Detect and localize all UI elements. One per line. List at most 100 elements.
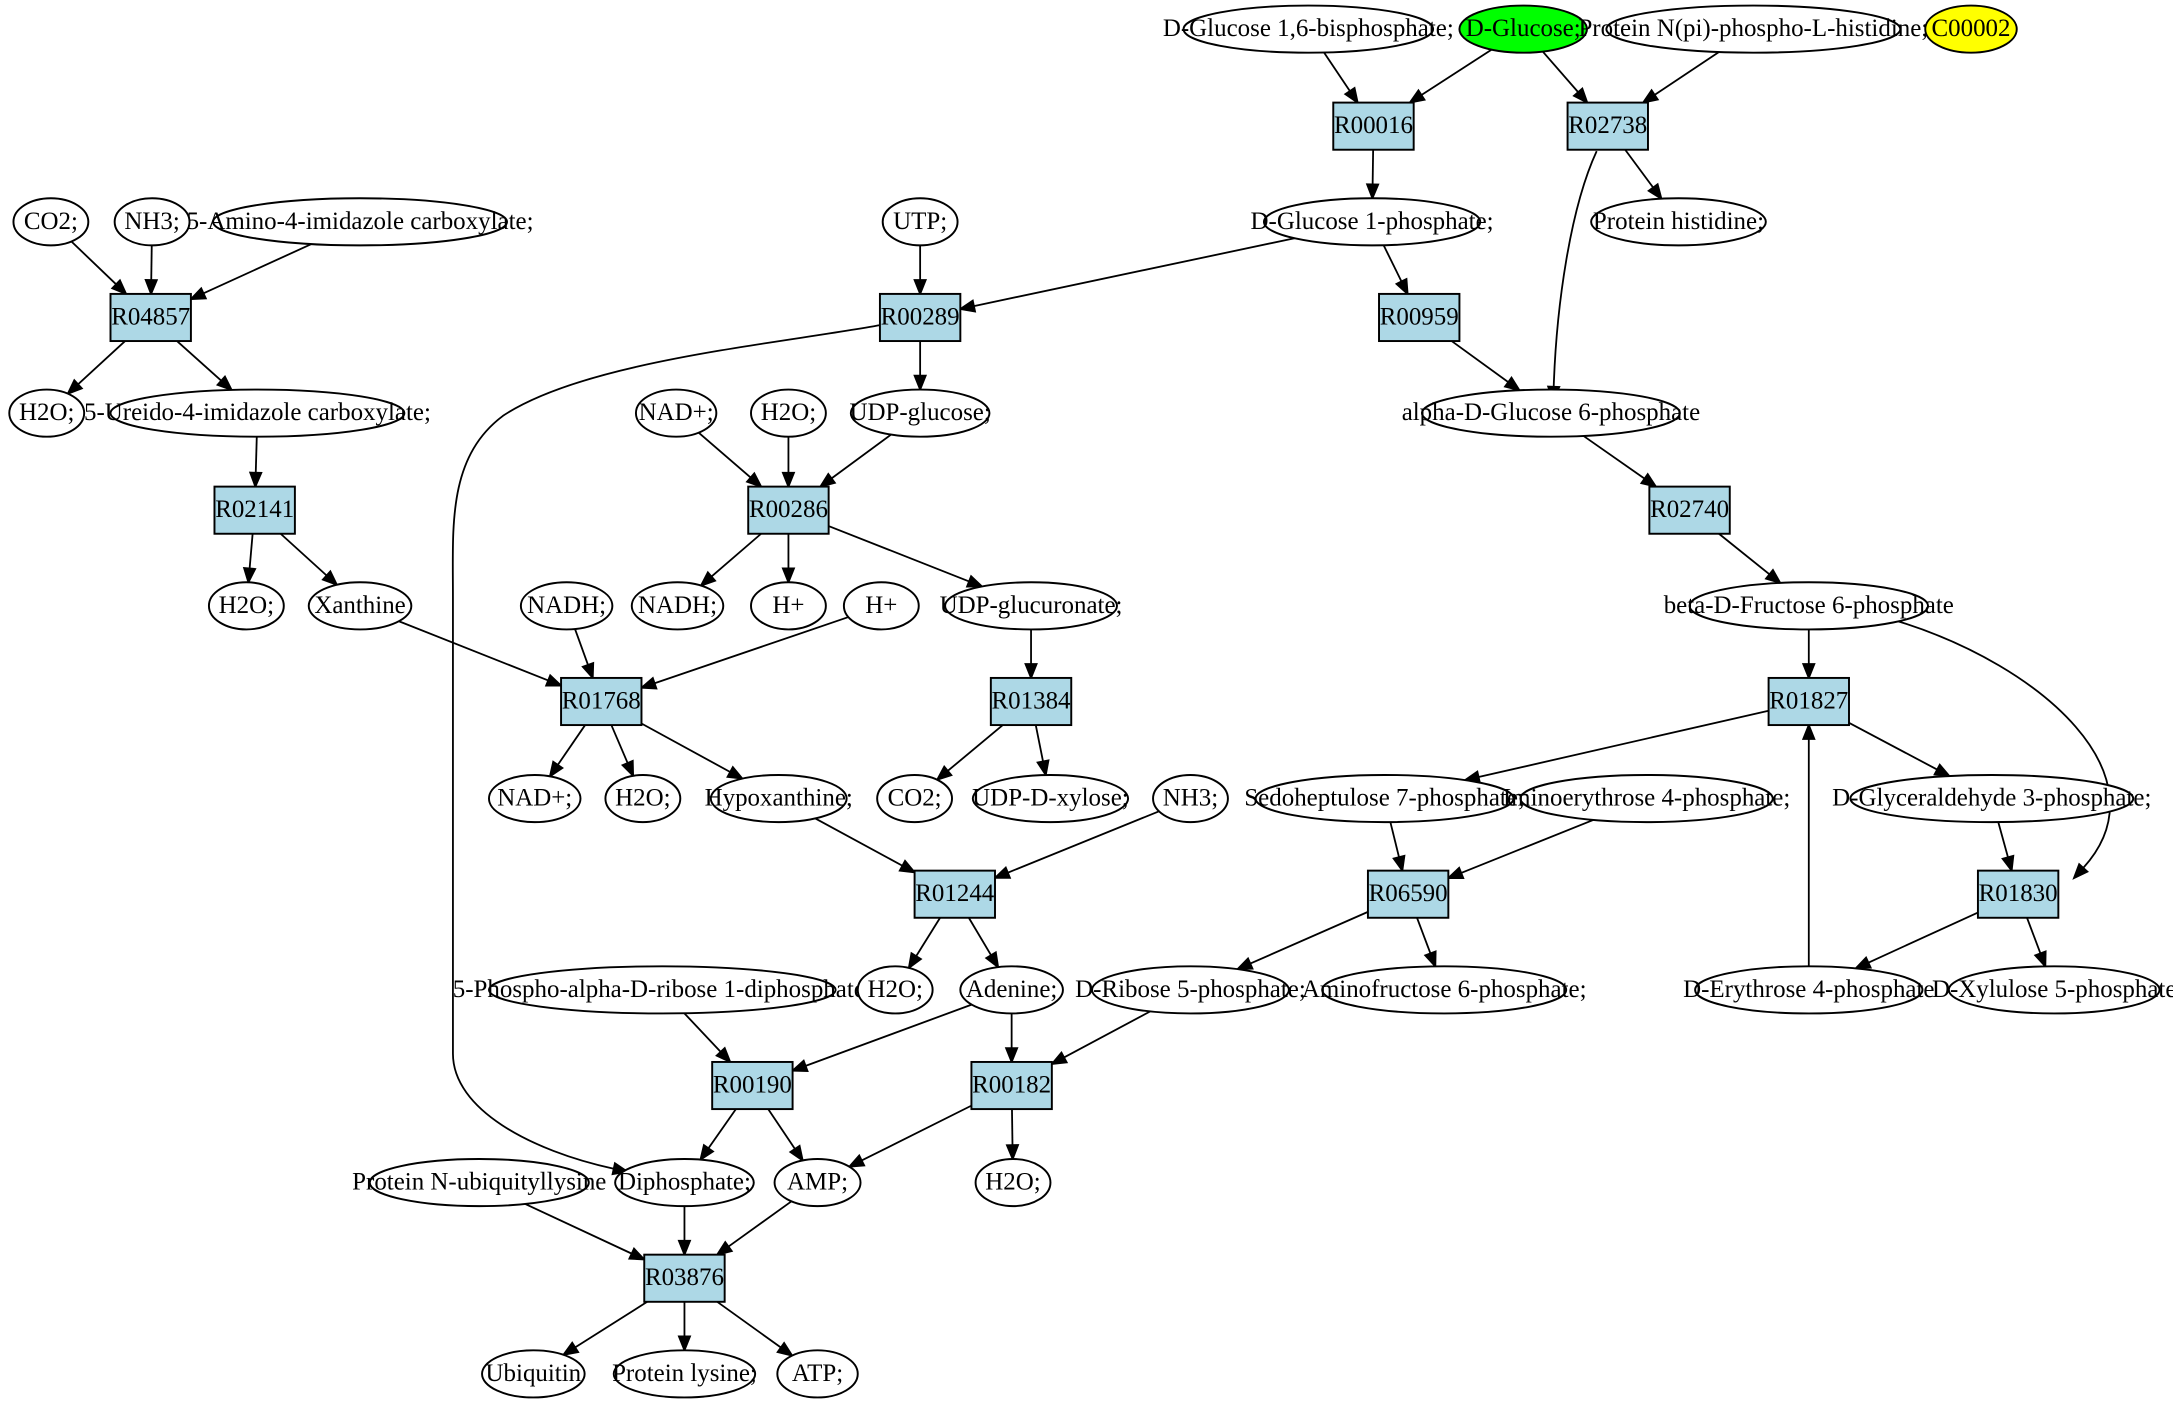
reaction-node-r00190: R00190 bbox=[711, 1060, 794, 1111]
compound-ellipse bbox=[842, 581, 920, 631]
node-label: NAD+; bbox=[639, 399, 714, 426]
node-label: H2O; bbox=[19, 399, 74, 426]
edge-c_adenine-to-r_R00190 bbox=[790, 1003, 972, 1073]
compound-ellipse bbox=[1688, 581, 1929, 631]
compound-ellipse bbox=[612, 1349, 757, 1399]
reaction-box bbox=[213, 485, 296, 535]
compound-ellipse bbox=[709, 774, 848, 824]
reaction-box bbox=[913, 869, 996, 919]
edge-c_udpglc-to-r_R00286 bbox=[818, 433, 892, 489]
node-label: D-Glucose 1,6-bisphosphate; bbox=[1163, 15, 1454, 42]
node-label: R02738 bbox=[1568, 112, 1647, 139]
compound-node-hypox: Hypoxanthine; bbox=[705, 774, 853, 824]
node-label: H2O; bbox=[615, 784, 670, 811]
reaction-node-r02738: R02738 bbox=[1566, 101, 1649, 151]
edge-r_R04857-to-c_h2o_a bbox=[66, 340, 126, 396]
node-label: R01768 bbox=[562, 687, 641, 714]
node-layer: D-Glucose 1,6-bisphosphate;D-Glucose;Pro… bbox=[8, 4, 2173, 1399]
node-label: Protein lysine; bbox=[612, 1360, 757, 1387]
node-label: Protein histidine; bbox=[1593, 208, 1764, 235]
node-label: D-Xylulose 5-phosphate bbox=[1932, 976, 2173, 1003]
edge-r_R03876-to-c_protlys bbox=[677, 1301, 692, 1353]
node-label: R00286 bbox=[749, 496, 828, 523]
compound-node-f6p: beta-D-Fructose 6-phosphate bbox=[1664, 581, 1954, 631]
edge-c_xanthine-to-r_R01768 bbox=[398, 620, 564, 687]
compound-node-nadh_b: NADH; bbox=[630, 581, 725, 631]
edge-c_co2_a-to-r_R04857 bbox=[70, 240, 128, 296]
compound-ellipse bbox=[1694, 965, 1924, 1015]
node-label: R03876 bbox=[645, 1264, 724, 1291]
edge-c_nadp_a-to-r_R00286 bbox=[698, 431, 763, 489]
compound-ellipse bbox=[614, 1158, 755, 1208]
edge-r_R03876-to-c_atp bbox=[716, 1301, 795, 1358]
node-label: AMP; bbox=[787, 1169, 848, 1196]
reaction-box bbox=[560, 676, 643, 727]
edge-c_amp-to-r_R03876 bbox=[715, 1200, 793, 1257]
compound-ellipse bbox=[856, 965, 934, 1015]
compound-ellipse bbox=[750, 388, 827, 438]
edge-r_R02141-to-c_h2o_c bbox=[242, 533, 257, 585]
reaction-node-r01244: R01244 bbox=[913, 869, 996, 919]
edge-c_h2o_b-to-r_R00286 bbox=[781, 436, 796, 490]
compound-ellipse bbox=[1421, 388, 1681, 438]
edge-r_R06590-to-c_af6p bbox=[1416, 917, 1437, 969]
edge-c_utp-to-r_R00289 bbox=[913, 245, 928, 297]
reaction-box bbox=[109, 292, 192, 343]
reaction-box bbox=[878, 292, 962, 343]
edge-c_glc16bp-to-r_R00016 bbox=[1323, 51, 1360, 105]
reaction-node-r00959: R00959 bbox=[1378, 292, 1461, 343]
compound-ellipse bbox=[207, 581, 285, 631]
compound-node-amp: AMP; bbox=[773, 1158, 862, 1208]
reaction-box bbox=[747, 485, 830, 535]
compound-node-hplus_a: H+ bbox=[750, 581, 827, 631]
edge-r_R01244-to-c_h2o_e bbox=[907, 917, 941, 970]
edge-c_e4p-to-r_R01827 bbox=[1801, 722, 1816, 967]
compound-ellipse bbox=[1262, 197, 1482, 247]
compound-node-h2o_f: H2O; bbox=[974, 1158, 1052, 1208]
compound-ellipse bbox=[1605, 4, 1902, 54]
compound-node-ppi: Diphosphate; bbox=[614, 1158, 755, 1208]
reaction-node-r00289: R00289 bbox=[878, 292, 962, 343]
node-label: D-Ribose 5-phosphate; bbox=[1075, 976, 1306, 1003]
compound-ellipse bbox=[776, 1349, 859, 1399]
compound-ellipse bbox=[604, 774, 682, 824]
node-label: H+ bbox=[772, 592, 804, 619]
compound-ellipse bbox=[630, 581, 725, 631]
compound-ellipse bbox=[1321, 965, 1568, 1015]
compound-ellipse bbox=[519, 581, 614, 631]
node-label: Sedoheptulose 7-phosphate; bbox=[1244, 784, 1525, 811]
compound-node-aic: 5-Amino-4-imidazole carboxylate; bbox=[187, 197, 534, 247]
edge-r_R00190-to-c_amp bbox=[767, 1108, 805, 1163]
compound-node-af6p: Aminofructose 6-phosphate; bbox=[1302, 965, 1587, 1015]
reaction-node-r03876: R03876 bbox=[643, 1253, 726, 1303]
compound-ellipse bbox=[8, 388, 86, 438]
compound-node-e4p: D-Erythrose 4-phosphate bbox=[1683, 965, 1934, 1015]
edge-c_nadh_a-to-r_R01768 bbox=[574, 628, 595, 681]
reaction-box bbox=[643, 1253, 726, 1303]
node-label: NH3; bbox=[1163, 784, 1218, 811]
compound-node-co2_b: CO2; bbox=[876, 774, 953, 824]
compound-ellipse bbox=[488, 774, 582, 824]
compound-node-ubiquitin: Ubiquitin bbox=[481, 1349, 586, 1399]
edge-c_udpglcua-to-r_R01384 bbox=[1024, 629, 1038, 681]
edge-c_hplus_b-to-r_R01768 bbox=[639, 616, 849, 690]
compound-node-utp: UTP; bbox=[881, 197, 959, 247]
edge-r_R00289-to-c_udpglc bbox=[913, 341, 928, 392]
edge-c_phosphohis-to-r_R02738 bbox=[1641, 51, 1720, 104]
node-label: R00016 bbox=[1334, 112, 1413, 139]
reaction-box bbox=[1378, 292, 1461, 343]
edge-c_prpp-to-r_R00190 bbox=[683, 1012, 732, 1064]
compound-node-hplus_b: H+ bbox=[842, 581, 920, 631]
reaction-box bbox=[1332, 101, 1415, 151]
compound-ellipse bbox=[488, 965, 837, 1015]
edge-c_f6p-to-r_R01827 bbox=[1801, 629, 1816, 681]
node-label: 5-Amino-4-imidazole carboxylate; bbox=[187, 208, 534, 235]
reaction-box bbox=[1648, 485, 1731, 535]
node-label: CO2; bbox=[888, 784, 942, 811]
reaction-node-r01768: R01768 bbox=[560, 676, 643, 727]
reaction-node-r02141: R02141 bbox=[213, 485, 296, 535]
compound-node-ubilys: Protein N-ubiquityllysine bbox=[352, 1158, 606, 1208]
node-label: D-Erythrose 4-phosphate bbox=[1683, 976, 1934, 1003]
compound-ellipse bbox=[1254, 774, 1515, 824]
node-label: Hypoxanthine; bbox=[705, 784, 853, 811]
